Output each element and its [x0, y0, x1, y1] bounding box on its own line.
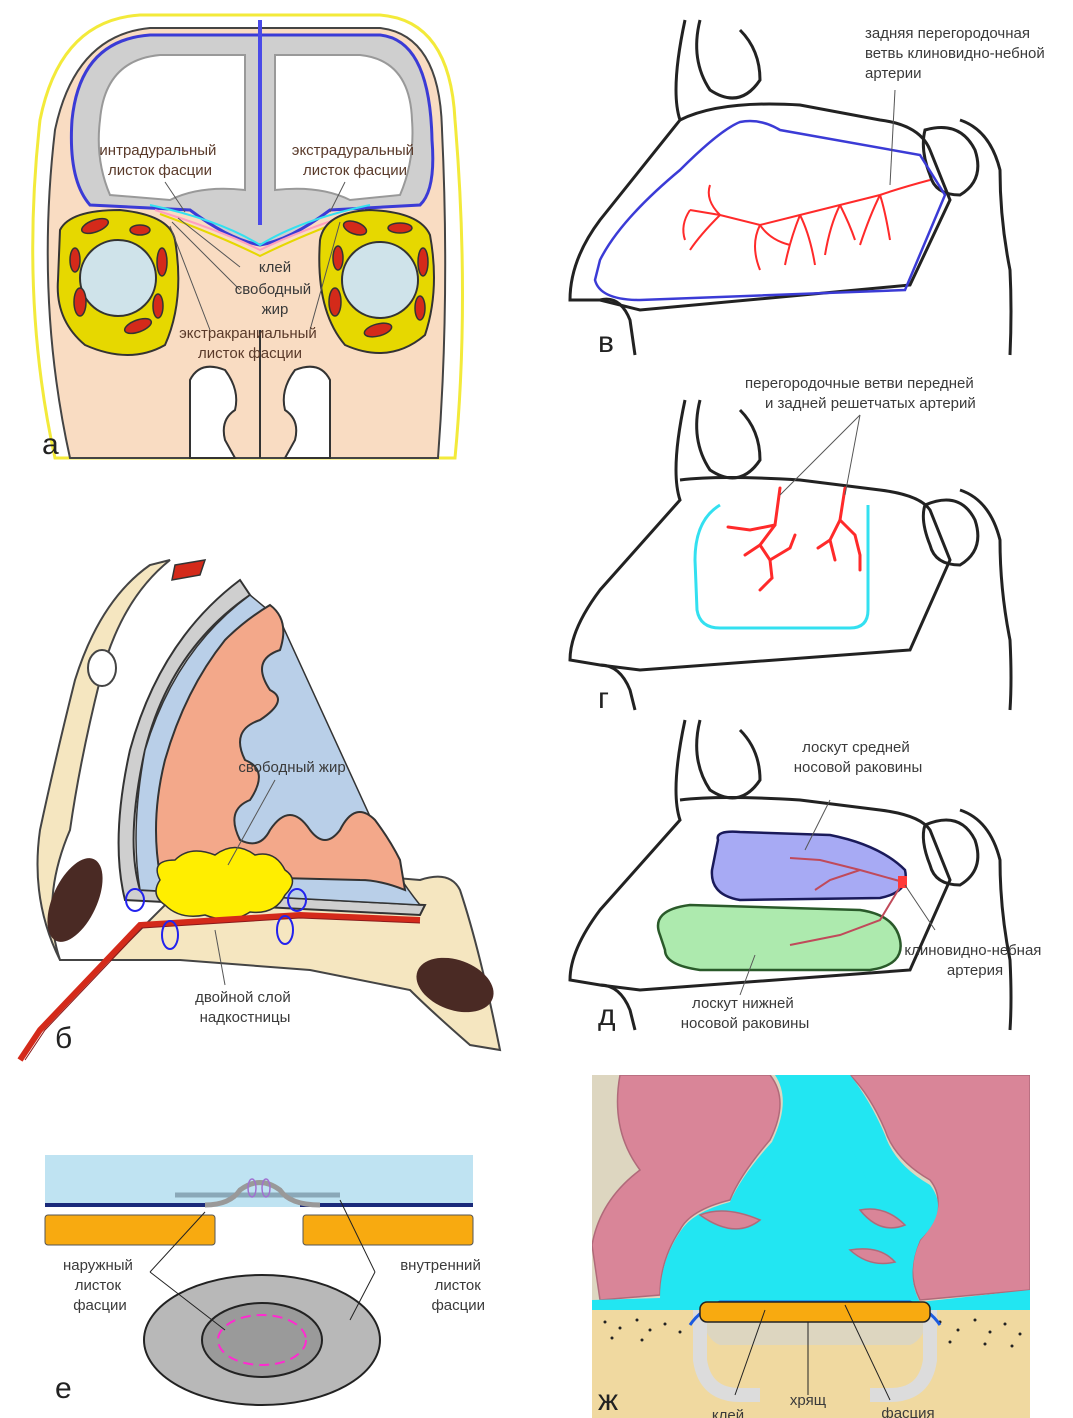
- panel-letter-e: е: [55, 1372, 72, 1405]
- bone-right-e: [303, 1215, 473, 1245]
- frontal-sinus-g: [697, 400, 760, 478]
- sphenoid-sinus-v: [923, 128, 978, 196]
- bone-left-e: [45, 1215, 215, 1245]
- inferior-turbinate-flap: [658, 905, 901, 970]
- panel-v: задняя перегородочная ветвь клиновидно-н…: [570, 20, 1049, 359]
- label-sphenopalatine: клиновидно-небная артерия: [904, 942, 1045, 979]
- cartilage-zh: [700, 1302, 930, 1322]
- right-eyeball: [342, 242, 418, 318]
- posterior-septal-artery: [683, 180, 930, 270]
- nose-outline-d: [570, 720, 685, 1030]
- panel-letter-g: г: [598, 682, 609, 715]
- septal-flap-outline-v: [595, 121, 945, 300]
- burr-hole-b: [88, 650, 116, 686]
- panel-g: перегородочные ветви передней и задней р…: [570, 375, 1011, 715]
- panel-letter-zh: ж: [598, 1384, 618, 1417]
- label-inferior-turbinate: лоскут нижней носовой раковины: [681, 995, 810, 1032]
- clivus-d: [960, 810, 1011, 1030]
- scalp-artery-b: [172, 560, 205, 580]
- panel-b: свободный жир двойной слой надкостницы б: [20, 560, 501, 1060]
- label-inner-fascia: внутренний листок фасции: [400, 1257, 485, 1314]
- label-outer-fascia: наружный листок фасции: [63, 1257, 137, 1314]
- label-ethmoidal: перегородочные ветви передней и задней р…: [745, 375, 978, 412]
- septum-outline-v: [600, 104, 950, 310]
- panel-letter-d: д: [598, 999, 616, 1032]
- panel-letter-v: в: [598, 326, 614, 359]
- label-glue-a: клей: [259, 259, 291, 276]
- panel-letter-a: а: [42, 428, 59, 461]
- label-posterior-septal: задняя перегородочная ветвь клиновидно-н…: [865, 25, 1049, 82]
- panel-letter-b: б: [55, 1022, 72, 1055]
- frontal-sinus-v: [697, 20, 760, 98]
- fat-graft-b: [156, 848, 293, 920]
- nose-outline-g: [570, 400, 685, 710]
- left-eyeball: [80, 240, 156, 316]
- clivus-v: [960, 120, 1011, 355]
- label-cartilage-zh: хрящ: [790, 1392, 826, 1409]
- label-free-fat-b: свободный жир: [238, 759, 345, 776]
- frontal-sinus-d: [697, 720, 760, 798]
- panel-zh: клей хрящ фасция ж: [592, 1075, 1030, 1418]
- label-fascia-zh: фасция: [881, 1405, 934, 1418]
- panel-e: наружный листок фасции внутренний листок…: [45, 1155, 485, 1405]
- ethmoidal-arteries: [728, 488, 860, 590]
- nose-outline-v: [570, 20, 685, 355]
- clivus-g: [960, 490, 1011, 710]
- label-periosteum: двойной слой надкостницы: [195, 989, 295, 1026]
- septum-outline-g: [600, 478, 950, 671]
- panel-a: интрадуральный листок фасции экстрадурал…: [33, 15, 463, 461]
- leader-v: [890, 90, 895, 185]
- label-glue-zh: клей: [712, 1407, 744, 1418]
- label-middle-turbinate: лоскут средней носовой раковины: [794, 739, 923, 776]
- panel-d: лоскут средней носовой раковины клиновид…: [570, 720, 1046, 1032]
